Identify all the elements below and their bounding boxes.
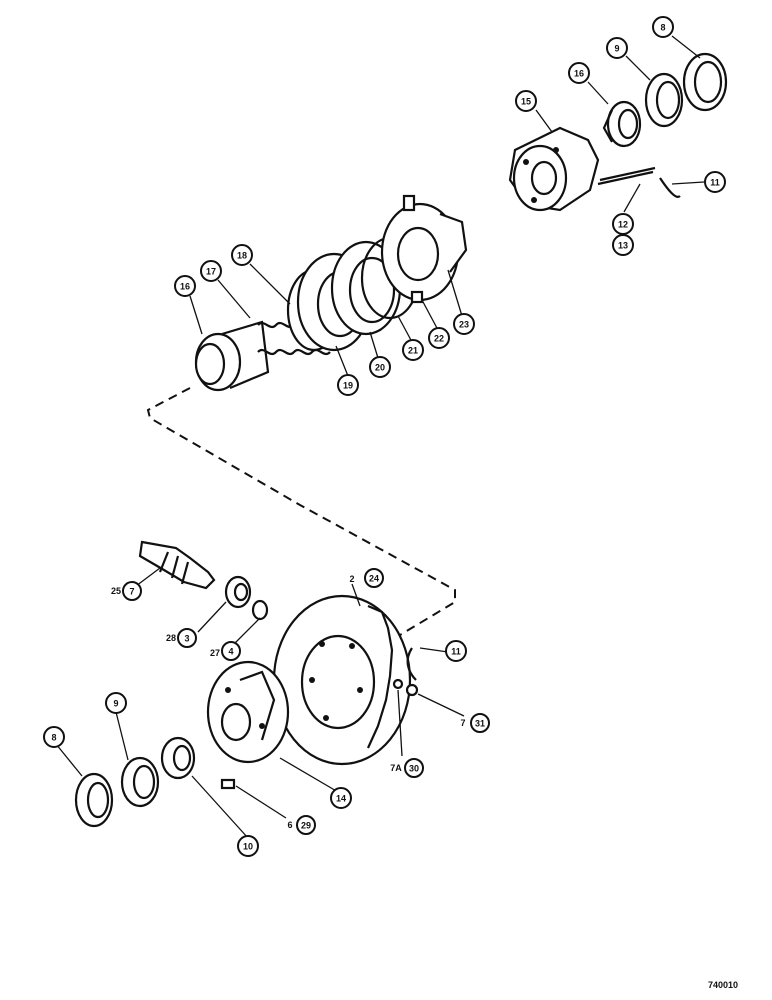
assembly-dashed-line: [146, 387, 456, 636]
pinion-25: [138, 540, 216, 590]
svg-text:21: 21: [408, 346, 418, 356]
callout-8-lower: 8: [43, 726, 65, 748]
svg-text:9: 9: [614, 44, 619, 54]
side-gear-16: [194, 320, 270, 392]
differential-case-middle-23: [380, 194, 468, 304]
svg-text:11: 11: [451, 647, 461, 657]
leader-lines: [55, 35, 705, 839]
callout-29: 29: [296, 815, 316, 835]
svg-text:24: 24: [369, 574, 379, 584]
svg-text:30: 30: [409, 764, 419, 774]
bearing-cup-upper-8: [682, 52, 728, 112]
callout-14: 14: [330, 787, 352, 809]
ring-gear-2: [272, 594, 412, 766]
bearing-28: [224, 575, 252, 609]
nut-7: [392, 678, 419, 697]
label-2: 2: [349, 574, 354, 584]
drawing-code: 740010: [708, 980, 739, 990]
wire-11-lower: [406, 647, 417, 681]
bearing-race-upper-9: [644, 72, 684, 128]
svg-text:31: 31: [475, 719, 485, 729]
svg-text:23: 23: [459, 320, 469, 330]
callout-9-lower: 9: [105, 692, 127, 714]
label-28: 28: [166, 633, 176, 643]
svg-text:16: 16: [180, 282, 190, 292]
callout-23: 23: [453, 313, 475, 335]
callout-19: 19: [337, 374, 359, 396]
callout-22: 22: [428, 327, 450, 349]
callout-24: 24: [364, 568, 384, 588]
svg-text:22: 22: [434, 334, 444, 344]
svg-text:7: 7: [129, 587, 134, 597]
callout-7-pinion: 7: [122, 581, 142, 601]
differential-case-lower-14: [206, 660, 290, 764]
callout-11-upper: 11: [704, 171, 726, 193]
callout-10: 10: [237, 835, 259, 857]
label-6: 6: [287, 820, 292, 830]
svg-text:10: 10: [243, 842, 253, 852]
callout-30: 30: [404, 758, 424, 778]
differential-case-upper-15: [508, 126, 600, 212]
callout-20: 20: [369, 356, 391, 378]
wire-11-upper: [659, 177, 681, 198]
label-7a: 7A: [390, 763, 402, 773]
svg-text:20: 20: [375, 363, 385, 373]
svg-text:4: 4: [228, 647, 233, 657]
label-27: 27: [210, 648, 220, 658]
svg-text:11: 11: [710, 178, 720, 188]
svg-text:3: 3: [184, 634, 189, 644]
lock-pin-12: [597, 166, 656, 186]
svg-text:16: 16: [574, 69, 584, 79]
callout-4: 4: [221, 641, 241, 661]
cone-bearing-10: [160, 736, 196, 780]
svg-text:12: 12: [618, 220, 628, 230]
callout-16-upper: 16: [568, 62, 590, 84]
svg-text:29: 29: [301, 821, 311, 831]
callout-9-upper: 9: [606, 37, 628, 59]
callout-31: 31: [470, 713, 490, 733]
callout-11-lower: 11: [445, 640, 467, 662]
label-25: 25: [111, 586, 121, 596]
svg-text:18: 18: [237, 251, 247, 261]
label-7: 7: [460, 718, 465, 728]
svg-text:14: 14: [336, 794, 346, 804]
bearing-cup-lower-8: [74, 772, 114, 828]
callout-17: 17: [200, 260, 222, 282]
bearing-race-lower-9: [120, 756, 160, 808]
callout-16-middle: 16: [174, 275, 196, 297]
callout-3: 3: [177, 628, 197, 648]
callout-8-upper: 8: [652, 16, 674, 38]
cone-bearing-upper-16: [602, 100, 642, 148]
cap-screw-6: [220, 778, 236, 790]
svg-text:13: 13: [618, 241, 628, 251]
svg-text:8: 8: [660, 23, 665, 33]
callout-12: 12: [612, 213, 634, 235]
svg-text:8: 8: [51, 733, 56, 743]
callout-15: 15: [515, 90, 537, 112]
callout-18: 18: [231, 244, 253, 266]
svg-text:15: 15: [521, 97, 531, 107]
washer-27: [251, 599, 269, 621]
svg-text:17: 17: [206, 267, 216, 277]
callout-21: 21: [402, 339, 424, 361]
svg-text:19: 19: [343, 381, 353, 391]
svg-text:9: 9: [113, 699, 118, 709]
callout-13: 13: [612, 234, 634, 256]
